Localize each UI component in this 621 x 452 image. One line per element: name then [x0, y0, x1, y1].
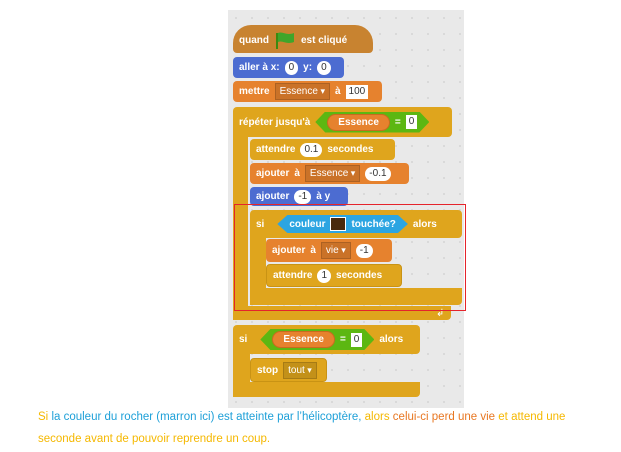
wait-label: attendre — [256, 144, 296, 155]
change-input[interactable]: -0.1 — [365, 166, 391, 181]
caption-part: alors — [364, 411, 390, 423]
caption-part: et attend une seconde avant de pouvoir r… — [38, 411, 566, 445]
change-label: ajouter — [272, 245, 306, 256]
operator-label: = — [339, 334, 346, 345]
variable-dropdown[interactable]: Essence — [274, 83, 330, 100]
wait-block-2[interactable]: attendre 1 secondes — [266, 264, 402, 287]
hat-label-2: est cliqué — [301, 34, 348, 46]
hat-label: quand — [239, 34, 269, 46]
caption: Si la couleur du rocher (marron ici) est… — [38, 406, 608, 450]
if-label: si — [256, 218, 265, 230]
then-label: alors — [379, 334, 404, 345]
then-label: alors — [412, 218, 437, 230]
equals-operator[interactable]: Essence = 0 — [260, 329, 374, 350]
color-swatch[interactable] — [330, 217, 346, 231]
to-label: à — [294, 168, 300, 179]
change-y-input[interactable]: -1 — [294, 189, 312, 204]
compare-input[interactable]: 0 — [406, 115, 418, 129]
equals-operator[interactable]: Essence = 0 — [315, 112, 429, 133]
if-header-2: si Essence = 0 alors — [233, 325, 409, 354]
value-input[interactable]: 100 — [345, 84, 369, 99]
highlight-rectangle — [234, 204, 466, 311]
variable-dropdown[interactable]: Essence — [304, 165, 361, 182]
green-flag-icon — [276, 32, 294, 49]
essence-reporter[interactable]: Essence — [327, 114, 390, 131]
when-flag-clicked-block[interactable]: quand est cliqué — [233, 25, 373, 53]
operator-label: = — [394, 116, 401, 128]
caption-part: celui-ci perd une vie — [392, 411, 496, 423]
change-variable-block[interactable]: ajouter à Essence -0.1 — [250, 163, 409, 184]
if-label: si — [239, 334, 248, 345]
change-input[interactable]: -1 — [355, 243, 373, 258]
touching-color-sensor[interactable]: couleur touchée? — [277, 215, 408, 233]
compare-input[interactable]: 0 — [351, 333, 363, 347]
to-label: à — [310, 245, 316, 256]
wait-unit: secondes — [336, 270, 383, 281]
variable-dropdown[interactable]: vie — [320, 242, 351, 259]
stop-label: stop — [257, 364, 279, 376]
if-bottom-2 — [233, 382, 420, 397]
change-y-block[interactable]: ajouter -1 à y — [250, 187, 348, 206]
stop-block[interactable]: stop tout — [250, 358, 327, 382]
caption-part: la couleur du rocher (marron ici) est at… — [51, 411, 362, 423]
x-input[interactable]: 0 — [284, 60, 299, 75]
wait-input[interactable]: 1 — [317, 268, 332, 283]
stop-dropdown[interactable]: tout — [283, 361, 317, 379]
change-y-label: ajouter — [256, 191, 290, 202]
if-header: si couleur touchée? alors — [250, 210, 462, 238]
repeat-arm — [233, 130, 248, 320]
if-arm — [250, 230, 266, 305]
repeat-label: répéter jusqu'à — [239, 116, 311, 128]
wait-block[interactable]: attendre 0.1 secondes — [250, 139, 395, 160]
touched-label: touchée? — [351, 218, 396, 230]
repeat-header: répéter jusqu'à Essence = 0 — [233, 107, 435, 137]
goto-label: aller à x: — [239, 62, 280, 73]
wait-input[interactable]: 0.1 — [300, 142, 323, 157]
to-label: à — [334, 86, 341, 97]
set-label: mettre — [239, 86, 270, 97]
repeat-bottom — [233, 306, 451, 320]
if-bottom — [250, 288, 462, 305]
loop-arrow-icon: ↲ — [436, 308, 445, 319]
change-y-to: à y — [316, 191, 331, 202]
y-label: y: — [303, 62, 313, 73]
color-label: couleur — [289, 218, 326, 230]
essence-reporter[interactable]: Essence — [272, 331, 335, 348]
goto-xy-block[interactable]: aller à x: 0 y: 0 — [233, 57, 344, 78]
y-input[interactable]: 0 — [317, 60, 331, 75]
change-label: ajouter — [256, 168, 290, 179]
wait-label: attendre — [273, 270, 313, 281]
set-variable-block[interactable]: mettre Essence à 100 — [233, 81, 382, 102]
change-life-block[interactable]: ajouter à vie -1 — [266, 239, 392, 262]
wait-unit: secondes — [327, 144, 374, 155]
caption-part: Si — [38, 411, 49, 423]
